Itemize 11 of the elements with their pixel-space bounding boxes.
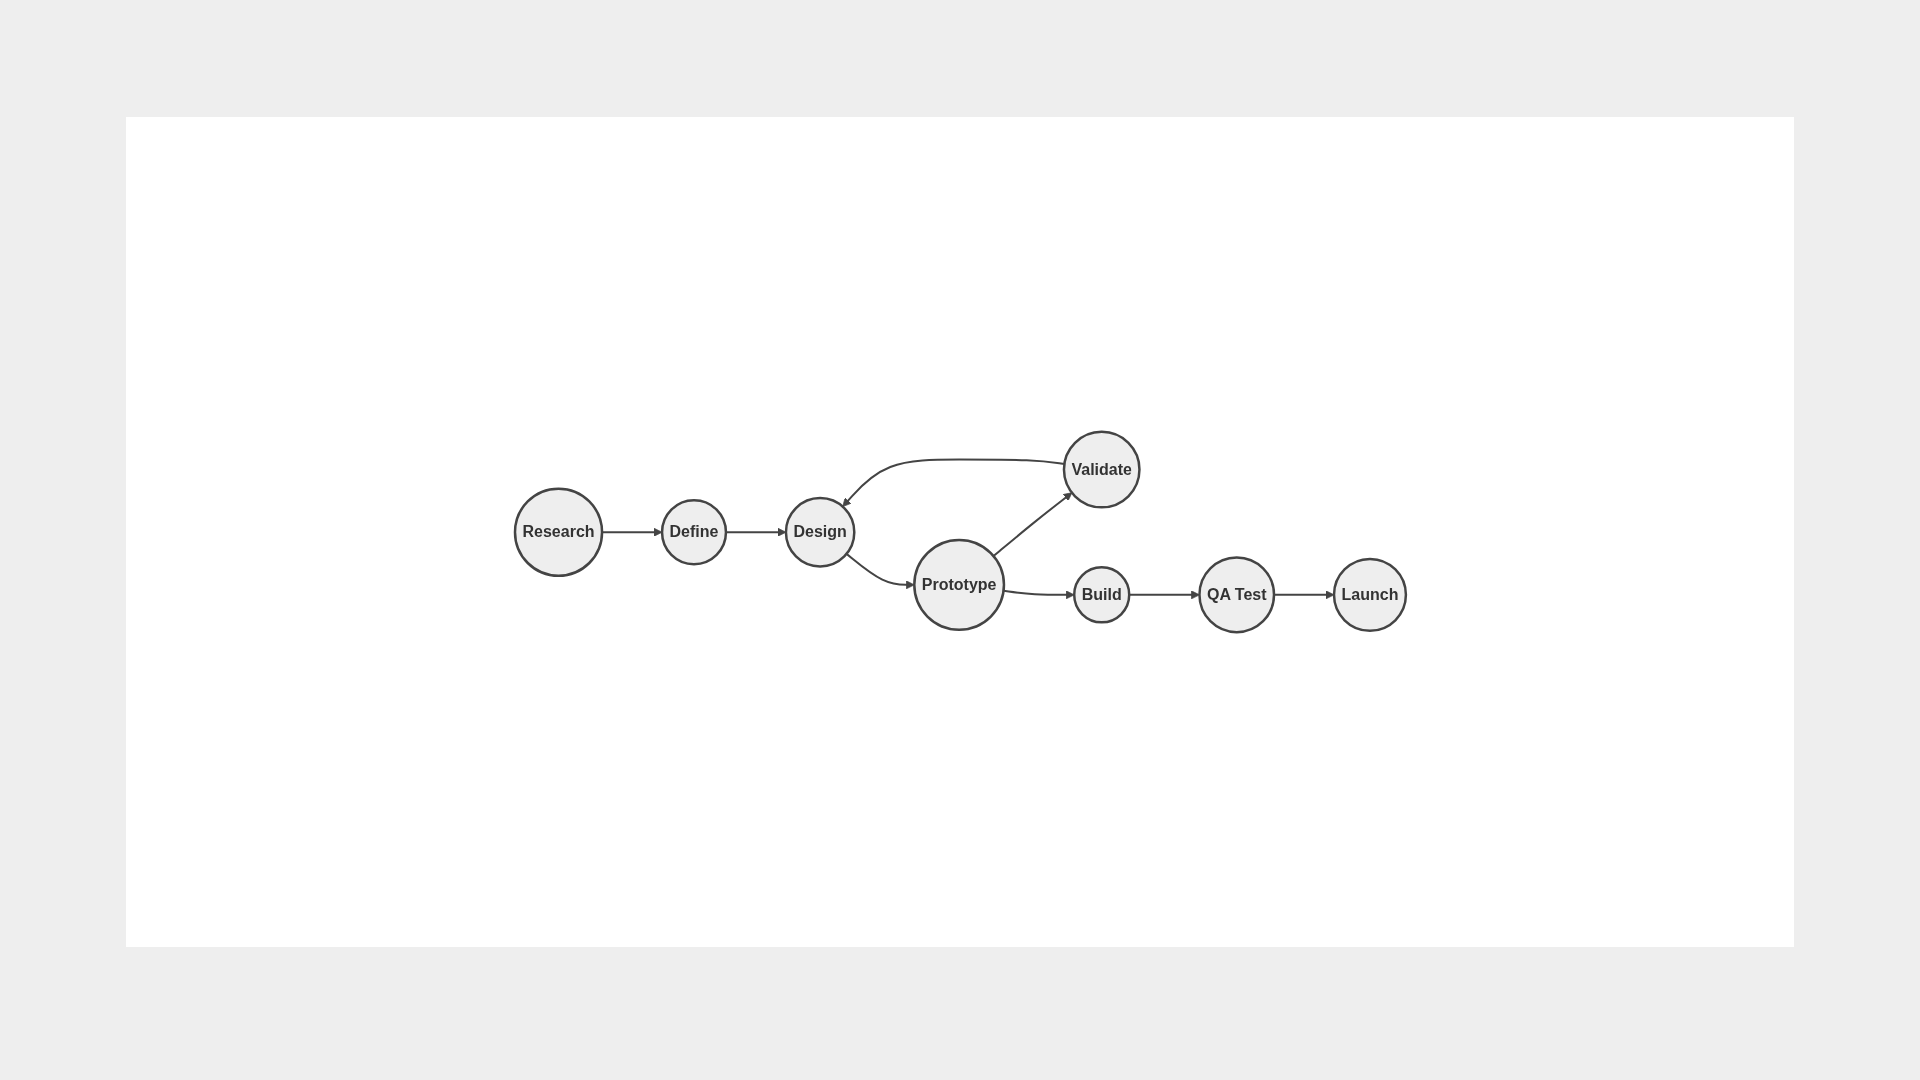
node-circle: Research <box>513 487 603 577</box>
arrow <box>992 492 1072 558</box>
arrow <box>845 552 915 590</box>
node-circle: Validate <box>1062 430 1141 509</box>
node-circle: QA Test <box>1197 556 1275 634</box>
node-circle: Design <box>784 496 856 568</box>
node-circle: Prototype <box>912 538 1005 631</box>
arrow <box>841 458 1065 507</box>
node-circle: Define <box>660 499 727 566</box>
node-circle: Launch <box>1332 557 1407 633</box>
node-circle: Build <box>1072 566 1130 624</box>
